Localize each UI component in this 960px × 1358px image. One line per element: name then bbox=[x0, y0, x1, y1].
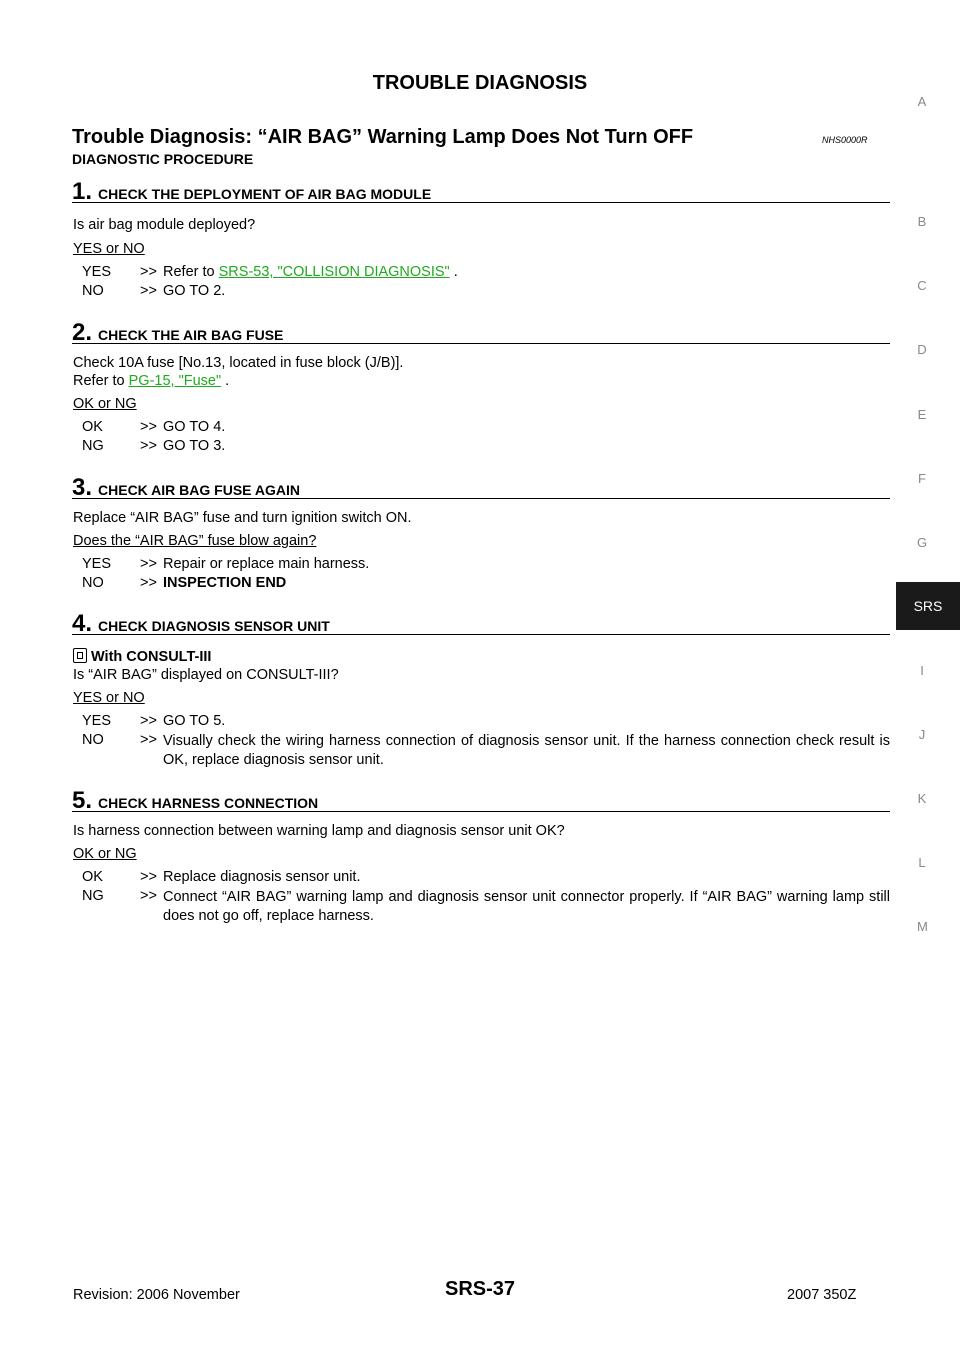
result-arrow: >> bbox=[140, 732, 157, 748]
section-subtitle: DIAGNOSTIC PROCEDURE bbox=[72, 151, 254, 167]
step-2-condition: OK or NG bbox=[73, 396, 137, 412]
result-label: NO bbox=[82, 283, 104, 299]
step-title: CHECK HARNESS CONNECTION bbox=[98, 795, 319, 811]
result-arrow: >> bbox=[140, 556, 157, 572]
result-arrow: >> bbox=[140, 888, 157, 904]
step-3-text: Replace “AIR BAG” fuse and turn ignition… bbox=[73, 510, 412, 526]
result-text: Connect “AIR BAG” warning lamp and diagn… bbox=[163, 889, 890, 924]
collision-diagnosis-link[interactable]: SRS-53, "COLLISION DIAGNOSIS" bbox=[218, 264, 450, 280]
step-title: CHECK DIAGNOSIS SENSOR UNIT bbox=[98, 618, 330, 634]
section-index-d[interactable]: D bbox=[917, 342, 927, 357]
result-label: NG bbox=[82, 438, 104, 454]
step-5-heading: 5. CHECK HARNESS CONNECTION bbox=[72, 787, 890, 814]
step-number: 4. bbox=[72, 610, 93, 637]
step-2-text: Check 10A fuse [No.13, located in fuse b… bbox=[73, 355, 404, 371]
result-label: YES bbox=[82, 556, 112, 572]
refer-prefix: Refer to bbox=[73, 373, 125, 389]
result-arrow: >> bbox=[140, 713, 157, 729]
section-index-e[interactable]: E bbox=[917, 407, 927, 422]
result-arrow: >> bbox=[140, 438, 157, 454]
step-title: CHECK THE DEPLOYMENT OF AIR BAG MODULE bbox=[98, 186, 432, 202]
result-text: GO TO 4. bbox=[163, 419, 226, 435]
footer-revision: Revision: 2006 November bbox=[73, 1287, 240, 1303]
step-4-condition: YES or NO bbox=[73, 690, 145, 706]
result-label: YES bbox=[82, 713, 112, 729]
step-5-question: Is harness connection between warning la… bbox=[73, 823, 565, 839]
refer-suffix: . bbox=[225, 373, 230, 389]
section-index-b[interactable]: B bbox=[917, 214, 927, 229]
step-number: 2. bbox=[72, 319, 93, 346]
result-text: GO TO 3. bbox=[163, 438, 226, 454]
result-arrow: >> bbox=[140, 575, 157, 591]
step-5-condition: OK or NG bbox=[73, 846, 137, 862]
result-label: NO bbox=[82, 575, 104, 591]
result-label: NO bbox=[82, 732, 104, 748]
section-index-srs-active[interactable]: SRS bbox=[896, 582, 960, 630]
result-text: Visually check the wiring harness connec… bbox=[163, 733, 890, 768]
consult-label: With CONSULT-III bbox=[73, 648, 211, 665]
fuse-link[interactable]: PG-15, "Fuse" bbox=[128, 373, 222, 389]
section-index-j[interactable]: J bbox=[918, 727, 926, 742]
step-number: 1. bbox=[72, 178, 93, 205]
consult-icon bbox=[73, 648, 87, 663]
result-prefix: Refer to bbox=[163, 264, 215, 280]
consult-text: With CONSULT-III bbox=[91, 649, 212, 665]
result-arrow: >> bbox=[140, 869, 157, 885]
result-suffix: . bbox=[453, 264, 458, 280]
result-label: OK bbox=[82, 419, 103, 435]
result-arrow: >> bbox=[140, 419, 157, 435]
section-index-l[interactable]: L bbox=[918, 855, 926, 870]
section-index-g[interactable]: G bbox=[917, 535, 928, 550]
result-text: INSPECTION END bbox=[163, 575, 287, 591]
section-index-i[interactable]: I bbox=[920, 663, 924, 678]
step-3-heading: 3. CHECK AIR BAG FUSE AGAIN bbox=[72, 474, 890, 501]
section-index-a[interactable]: A bbox=[917, 94, 927, 109]
section-title: Trouble Diagnosis: “AIR BAG” Warning Lam… bbox=[72, 126, 694, 148]
step-1-question: Is air bag module deployed? bbox=[73, 217, 256, 233]
step-title: CHECK THE AIR BAG FUSE bbox=[98, 327, 284, 343]
section-index-c[interactable]: C bbox=[917, 278, 927, 293]
result-label: NG bbox=[82, 888, 104, 904]
page-number: SRS-37 bbox=[444, 1278, 516, 1300]
result-text: Repair or replace main harness. bbox=[163, 556, 370, 572]
result-arrow: >> bbox=[140, 283, 157, 299]
step-1-condition: YES or NO bbox=[73, 241, 145, 257]
result-label: OK bbox=[82, 869, 103, 885]
section-index-f[interactable]: F bbox=[918, 471, 926, 486]
footer-model: 2007 350Z bbox=[787, 1287, 857, 1303]
result-text: Replace diagnosis sensor unit. bbox=[163, 869, 361, 885]
result-text: Refer to SRS-53, "COLLISION DIAGNOSIS" . bbox=[163, 264, 458, 280]
section-index-k[interactable]: K bbox=[917, 791, 927, 806]
result-text: GO TO 5. bbox=[163, 713, 226, 729]
section-code: NHS0000R bbox=[822, 135, 868, 145]
step-2-heading: 2. CHECK THE AIR BAG FUSE bbox=[72, 319, 890, 346]
result-text: GO TO 2. bbox=[163, 283, 226, 299]
section-index-m[interactable]: M bbox=[917, 919, 928, 934]
step-4-question: Is “AIR BAG” displayed on CONSULT-III? bbox=[73, 667, 339, 683]
step-3-condition: Does the “AIR BAG” fuse blow again? bbox=[73, 533, 317, 549]
step-title: CHECK AIR BAG FUSE AGAIN bbox=[98, 482, 300, 498]
step-2-refer: Refer to PG-15, "Fuse" . bbox=[73, 373, 229, 389]
step-1-heading: 1. CHECK THE DEPLOYMENT OF AIR BAG MODULE bbox=[72, 178, 890, 205]
step-number: 3. bbox=[72, 474, 93, 501]
step-4-heading: 4. CHECK DIAGNOSIS SENSOR UNIT bbox=[72, 610, 890, 637]
page-header: TROUBLE DIAGNOSIS bbox=[372, 72, 588, 94]
result-arrow: >> bbox=[140, 264, 157, 280]
result-label: YES bbox=[82, 264, 112, 280]
step-number: 5. bbox=[72, 787, 93, 814]
